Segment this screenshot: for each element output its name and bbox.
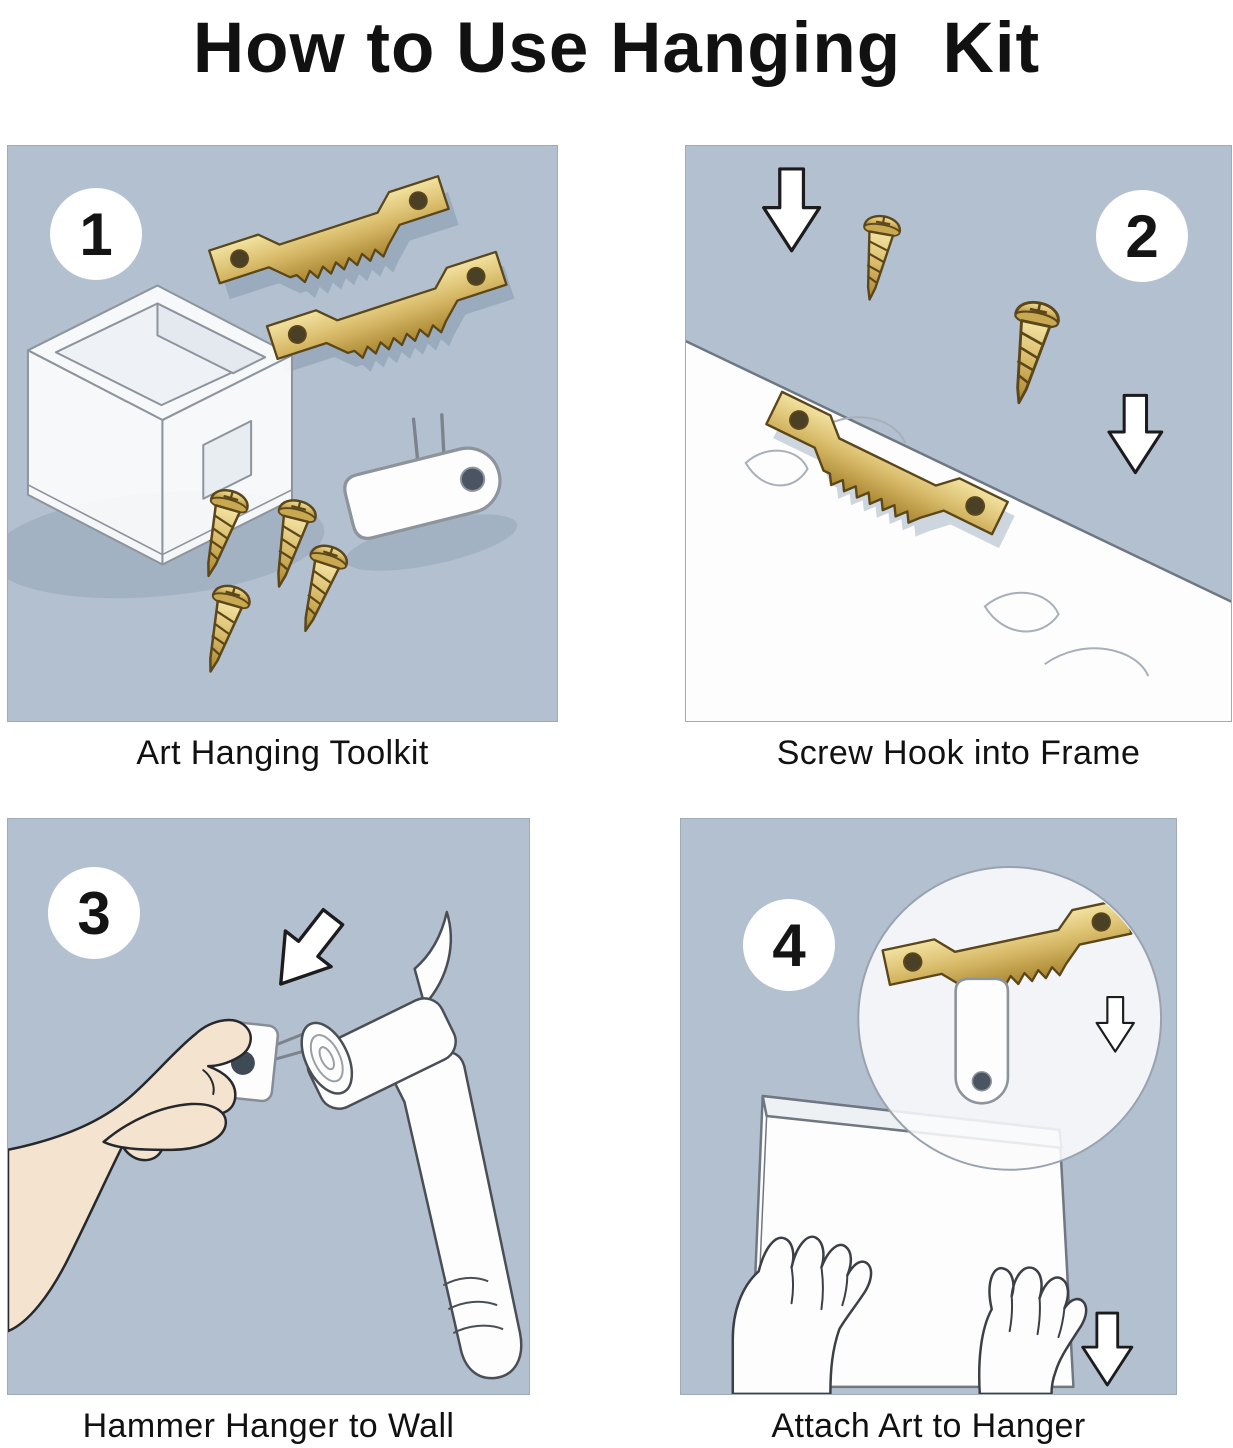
- step-3-panel: 3 Hammer Hanger to Wall: [7, 818, 530, 1446]
- step-4-caption: Attach Art to Hanger: [771, 1407, 1086, 1445]
- screw-icon: [850, 212, 904, 304]
- hand-icon: [8, 1018, 252, 1333]
- page-title: How to Use Hanging Kit: [192, 9, 1041, 88]
- step-2-number-badge: 2: [1096, 190, 1188, 282]
- step-1-number-badge: 1: [50, 188, 142, 280]
- down-arrow-icon: [762, 167, 822, 253]
- step-2-caption: Screw Hook into Frame: [776, 734, 1141, 772]
- attach-illustration: [731, 865, 1163, 1394]
- step-4-number-badge: 4: [743, 899, 835, 991]
- step-4-panel: 4 Attach Art to Hanger: [680, 818, 1177, 1446]
- step-3-caption: Hammer Hanger to Wall: [82, 1407, 455, 1445]
- hammer-handle: [389, 1051, 523, 1380]
- hands: [731, 1235, 1088, 1394]
- hammer-face: [300, 1021, 354, 1095]
- hammering-illustration: [8, 897, 523, 1380]
- step-3-illustration: 3: [7, 818, 530, 1395]
- left-hand-icon: [731, 1235, 873, 1394]
- down-left-arrow-icon: [256, 897, 358, 1004]
- plastic-hook-icon: [954, 977, 1010, 1105]
- plastic-hook-icon: [339, 413, 509, 544]
- right-hand-icon: [977, 1266, 1088, 1394]
- step-1-illustration: 1: [7, 145, 558, 722]
- frame-illustration: [686, 167, 1231, 721]
- down-arrow-icon: [1107, 393, 1164, 475]
- storage-box-icon: [26, 284, 293, 566]
- step-2-panel: 2 Screw Hook into Frame: [685, 145, 1232, 773]
- wood-frame-icon: [686, 339, 1231, 721]
- hammer-icon: [300, 910, 523, 1380]
- toolkit-illustration: [8, 175, 523, 678]
- screw-icon: [191, 580, 254, 678]
- step-3-number-badge: 3: [48, 867, 140, 959]
- hammer-claw: [413, 910, 453, 1007]
- step-2-illustration: 2: [685, 145, 1232, 722]
- step-1-caption: Art Hanging Toolkit: [136, 734, 429, 772]
- step-4-illustration: 4: [680, 818, 1177, 1395]
- magnifier-circle: [857, 865, 1163, 1171]
- down-arrow-icon: [1081, 1311, 1134, 1387]
- step-1-panel: 1 Art Hanging Toolkit: [7, 145, 558, 773]
- hook-shadow: [345, 514, 518, 571]
- screw-icon: [996, 297, 1063, 409]
